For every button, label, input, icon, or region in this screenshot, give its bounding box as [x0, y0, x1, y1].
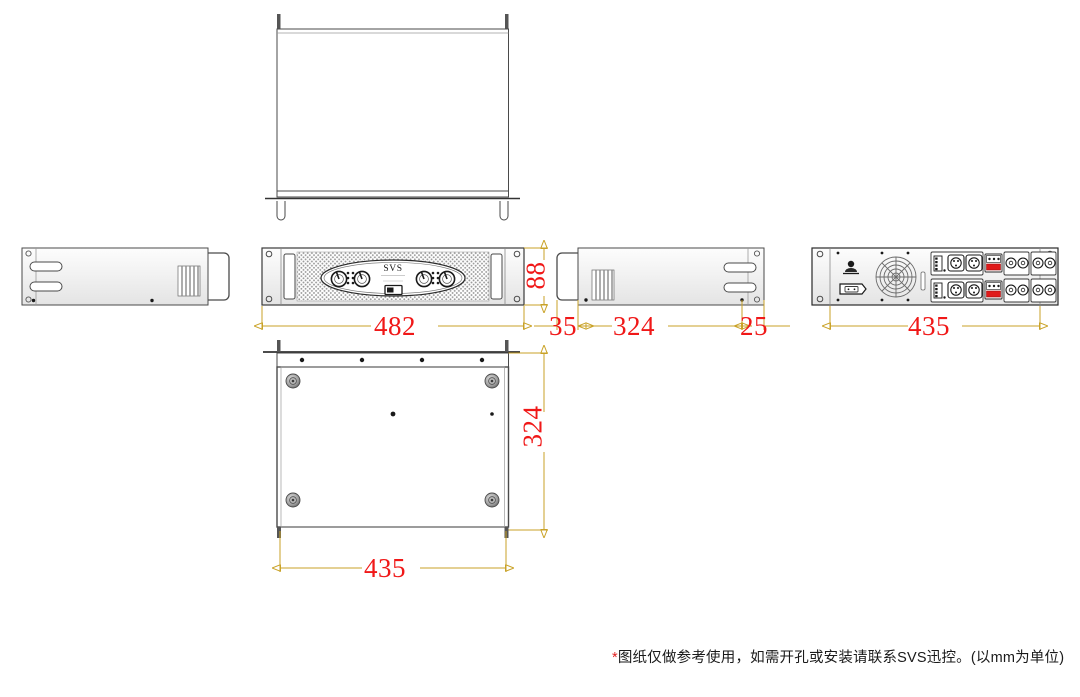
rear-row-a-xlr-input	[947, 254, 965, 272]
bottom-view-foot-bl	[285, 492, 301, 508]
front-right-handle-slot	[490, 253, 503, 300]
dim-label-handle-depth: 35	[549, 311, 577, 341]
bottom-view-plate	[276, 366, 510, 528]
rear-row-a-speakon-4	[1044, 257, 1056, 269]
bottom-view-foot-fl	[285, 373, 301, 389]
top-view	[265, 14, 520, 221]
left-side-body	[21, 247, 209, 306]
rear-row-b-speakon-4	[1044, 284, 1056, 296]
front-panel-view: SVS	[261, 247, 525, 306]
bottom-view-right-ear-tab	[505, 340, 509, 352]
bottom-view-foot-br	[484, 492, 500, 508]
front-knob-ch1[interactable]	[330, 270, 348, 288]
rear-row-b-xlr-link	[965, 281, 983, 299]
left-side-handle-slot-top	[29, 261, 63, 272]
right-side-view	[556, 247, 765, 306]
rear-channel-row-b	[930, 278, 1057, 303]
dim-label-bottom-width: 435	[364, 553, 406, 583]
front-knob-ch4[interactable]	[438, 270, 456, 288]
top-view-right-handle	[499, 201, 509, 221]
front-right-ear-hole-bottom	[513, 295, 521, 303]
left-side-vent	[177, 265, 201, 297]
dim-label-chassis-depth: 324	[613, 311, 655, 341]
bottom-view-rear-stub-left	[277, 527, 281, 538]
dim-label-rear-offset: 25	[740, 311, 768, 341]
top-view-left-handle	[276, 201, 286, 221]
front-left-ear-hole-top	[265, 250, 273, 258]
dimension-lines	[262, 248, 1040, 572]
rear-row-a-speakon-3	[1032, 257, 1044, 269]
top-view-left-ear-tab	[277, 14, 281, 30]
rear-ear-hole-tl	[816, 250, 824, 258]
top-view-right-ear-tab	[505, 14, 509, 30]
front-right-ear-hole-top	[513, 250, 521, 258]
rear-ear-hole-bl	[816, 295, 824, 303]
right-side-ear-hole-top	[753, 250, 761, 257]
dim-label-front-height: 88	[520, 261, 551, 290]
left-side-ear-hole-top	[25, 250, 32, 257]
rear-row-a-led	[943, 269, 946, 272]
rear-vent-slot	[920, 271, 926, 291]
rear-iec-power-inlet	[839, 283, 867, 295]
rear-row-a-speakon-1	[1005, 257, 1017, 269]
rear-row-a-terminal-block	[984, 253, 1003, 273]
front-power-switch-rocker[interactable]	[387, 287, 394, 293]
rear-fan-grille	[875, 256, 917, 298]
front-left-ear-hole-bottom	[265, 295, 273, 303]
front-left-handle-slot	[283, 253, 296, 300]
right-side-vent	[591, 269, 615, 301]
left-side-screw-dot-right	[150, 298, 154, 303]
left-side-ear-hole-bottom	[25, 296, 32, 303]
top-view-front-rail	[276, 190, 509, 198]
bottom-view	[263, 340, 520, 538]
right-side-ear-hole-bottom	[753, 296, 761, 303]
bottom-view-left-ear-tab	[277, 340, 281, 352]
rear-row-a-xlr-link	[965, 254, 983, 272]
right-side-front-handle	[556, 252, 578, 301]
dim-label-bottom-depth: 324	[517, 405, 548, 448]
right-side-handle-slot-top	[723, 262, 757, 273]
rear-row-b-speakon-1	[1005, 284, 1017, 296]
top-view-body-outline	[276, 28, 509, 197]
bottom-view-foot-fr	[484, 373, 500, 389]
front-led-indicators-right	[431, 271, 440, 285]
rear-row-a-dip-switch[interactable]	[933, 255, 943, 272]
bottom-view-center-dot	[390, 411, 396, 417]
rear-row-b-speakon-3	[1032, 284, 1044, 296]
front-knob-ch3[interactable]	[415, 270, 433, 288]
left-side-handle-slot-bottom	[29, 281, 63, 292]
rear-row-b-xlr-input	[947, 281, 965, 299]
rear-row-b-terminal-block	[984, 280, 1003, 300]
bottom-view-front-strip	[276, 352, 509, 368]
rear-breaker-switch[interactable]	[843, 260, 859, 275]
front-svs-logo: SVS	[383, 264, 402, 274]
front-knob-ch2[interactable]	[353, 270, 371, 288]
dim-label-rear-width: 435	[908, 311, 950, 341]
rear-row-b-speakon-2	[1017, 284, 1029, 296]
left-side-rear-handle	[208, 252, 230, 301]
front-led-indicators-left	[346, 271, 355, 285]
rear-row-b-led	[943, 296, 946, 299]
rear-channel-row-a	[930, 251, 1057, 276]
footer-note: *图纸仅做参考使用，如需开孔或安装请联系SVS迅控。(以mm为单位)	[612, 646, 1064, 667]
rear-row-a-speakon-2	[1017, 257, 1029, 269]
left-side-screw-dot-left	[31, 298, 36, 303]
right-side-screw-dot-left	[584, 298, 588, 302]
rear-row-b-dip-switch[interactable]	[933, 282, 943, 299]
left-side-view	[21, 247, 230, 306]
bottom-view-right-dot	[490, 412, 494, 416]
right-side-handle-slot-bottom	[723, 282, 757, 293]
rear-chassis-screws	[836, 251, 910, 302]
bottom-view-plate-inner	[280, 366, 505, 528]
footer-asterisk: *	[612, 650, 618, 666]
rear-panel-view	[811, 247, 1059, 306]
dim-label-front-width: 482	[374, 311, 416, 341]
footer-note-text: 图纸仅做参考使用，如需开孔或安装请联系SVS迅控。(以mm为单位)	[617, 650, 1065, 666]
front-control-island	[320, 259, 466, 297]
bottom-view-front-screws	[299, 357, 485, 363]
